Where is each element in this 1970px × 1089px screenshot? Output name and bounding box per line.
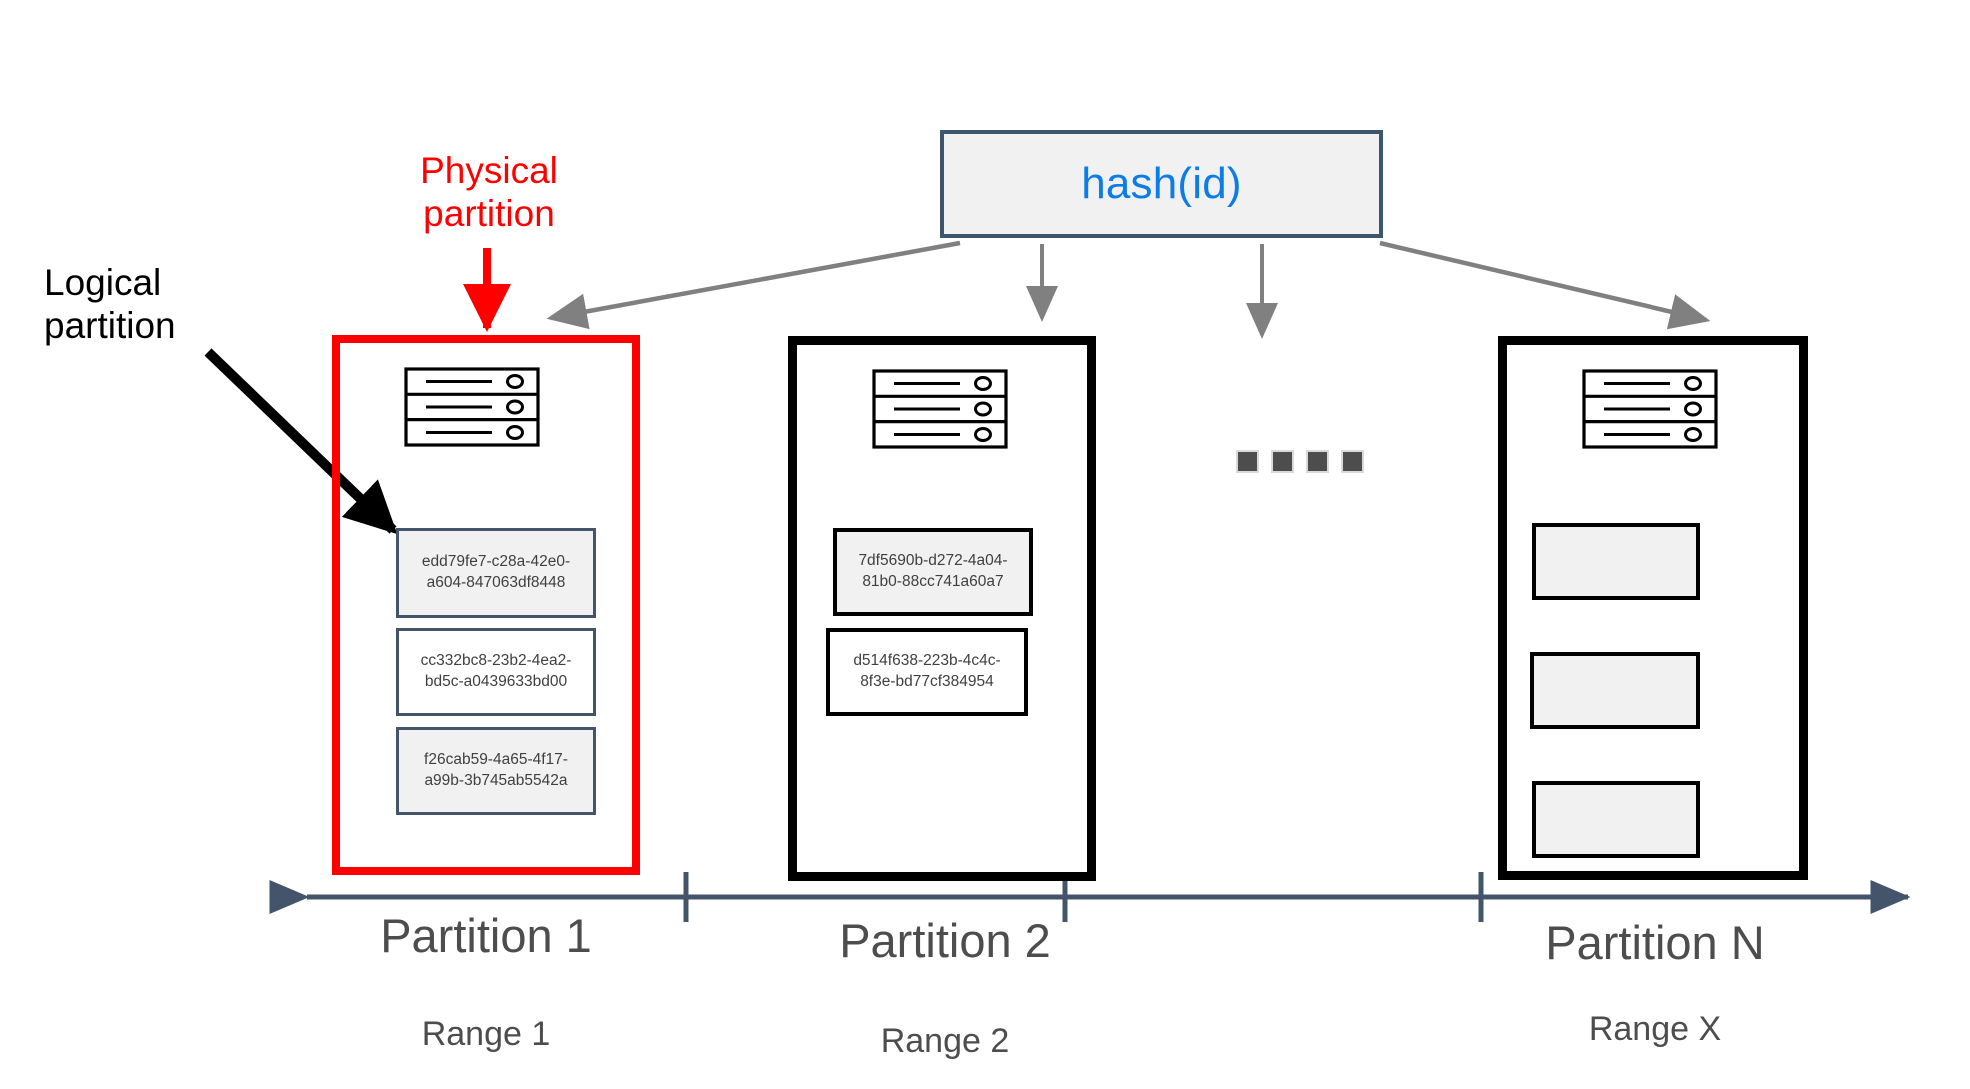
ellipsis-dot [1306, 450, 1329, 473]
partition-label-2: Partition 2 [839, 914, 1051, 967]
physical-partition-label: Physical partition [420, 150, 558, 234]
partition-label-1: Partition 1 [380, 909, 592, 962]
logical-partition-label: Logical partition [44, 262, 176, 346]
ellipsis-dot [1236, 450, 1259, 473]
record-box: f26cab59-4a65-4f17- a99b-3b745ab5542a [396, 727, 596, 815]
record-box [1532, 523, 1700, 600]
arrow-hash-to-partition-n [1379, 240, 1711, 330]
record-box: edd79fe7-c28a-42e0- a604-847063df8448 [396, 528, 596, 618]
ellipsis-indicator [1236, 450, 1364, 473]
record-box: cc332bc8-23b2-4ea2- bd5c-a0439633bd00 [396, 628, 596, 716]
range-label-x: Range X [1588, 1010, 1722, 1048]
partition-label-n: Partition N [1545, 916, 1765, 969]
record-box [1532, 781, 1700, 858]
ellipsis-dot [1341, 450, 1364, 473]
range-label-2: Range 2 [880, 1022, 1010, 1060]
partition-container-2 [788, 336, 1096, 881]
record-box [1530, 652, 1700, 729]
hash-function-box: hash(id) [940, 130, 1383, 238]
ellipsis-dot [1271, 450, 1294, 473]
arrow-hash-to-partition-1 [546, 240, 961, 330]
server-rack-icon [404, 367, 540, 447]
server-rack-icon [872, 369, 1008, 449]
range-label-1: Range 1 [421, 1015, 551, 1053]
partition-container-1 [332, 335, 640, 875]
hash-function-label: hash(id) [1081, 159, 1242, 208]
record-box: 7df5690b-d272-4a04- 81b0-88cc741a60a7 [833, 528, 1033, 616]
partition-container-n [1498, 336, 1808, 880]
server-rack-icon [1582, 369, 1718, 449]
record-box: d514f638-223b-4c4c- 8f3e-bd77cf384954 [826, 628, 1028, 716]
